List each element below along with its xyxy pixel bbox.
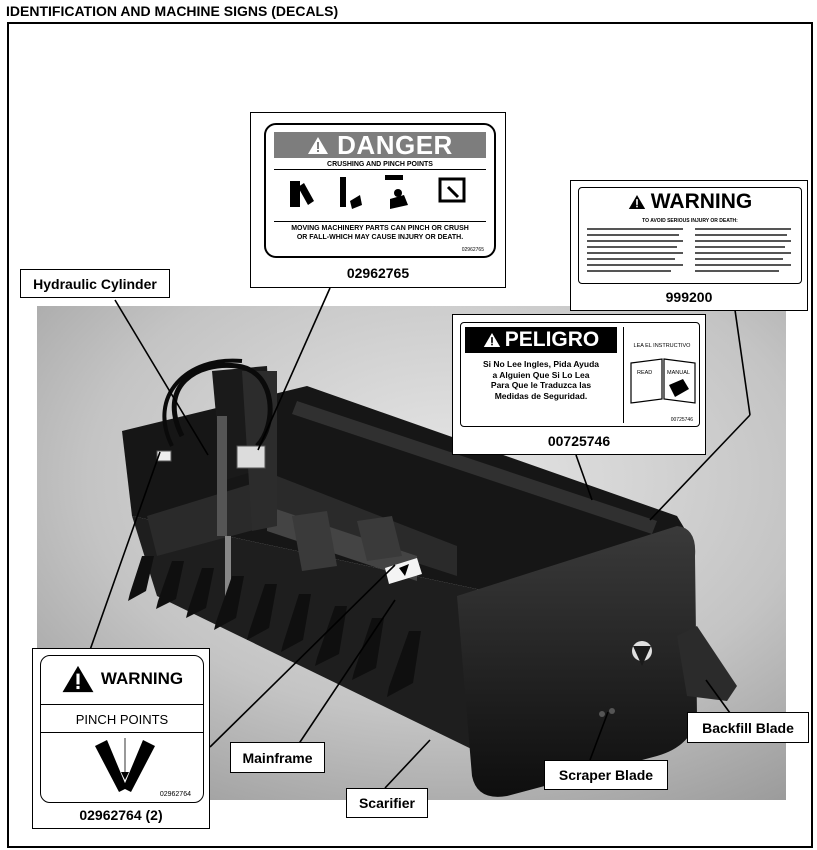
danger-message: MOVING MACHINERY PARTS CAN PINCH OR CRUS… <box>274 221 486 242</box>
alert-triangle-icon <box>308 136 329 154</box>
warning-999200-fine-print <box>587 228 791 272</box>
alert-triangle-icon <box>483 333 500 347</box>
danger-subtitle: CRUSHING AND PINCH POINTS <box>274 161 486 170</box>
warning-999200-subtitle: TO AVOID SERIOUS INJURY OR DEATH: <box>642 218 738 224</box>
warning-999200-signal-word: WARNING <box>650 190 753 213</box>
alert-triangle-icon <box>62 665 94 693</box>
pinch-subtitle: PINCH POINTS <box>75 712 169 727</box>
peligro-signal-word: PELIGRO <box>504 328 600 351</box>
alert-triangle-icon <box>628 195 645 209</box>
decal-pinch-part-number: 02962764 (2) <box>79 807 163 823</box>
decal-peligro-part-number: 00725746 <box>547 433 611 449</box>
decal-peligro-plate: PELIGRO Si No Lee Ingles, Pida Ayuda a A… <box>460 322 700 427</box>
page-header: IDENTIFICATION AND MACHINE SIGNS (DECALS… <box>0 0 817 22</box>
decal-danger-part-number: 02962765 <box>346 265 410 281</box>
peligro-header: PELIGRO <box>465 327 617 353</box>
page-title: IDENTIFICATION AND MACHINE SIGNS (DECALS… <box>6 3 339 19</box>
decal-pinch-points: WARNING PINCH POINTS 02962764 02962764 (… <box>32 648 210 829</box>
callout-scarifier: Scarifier <box>346 788 428 818</box>
danger-signal-word: DANGER <box>337 129 453 160</box>
callout-backfill-blade-label: Backfill Blade <box>702 719 794 736</box>
pinch-divider-bottom <box>41 732 203 733</box>
decal-warning-999200-part-number: 999200 <box>665 289 713 305</box>
decal-danger: DANGER CRUSHING AND PINCH POINTS MOVING … <box>250 112 506 288</box>
peligro-message-line1: Si No Lee Ingles, Pida Ayuda <box>482 359 600 369</box>
peligro-book-right: MANUAL <box>667 370 690 376</box>
callout-hydraulic-cylinder: Hydraulic Cylinder <box>20 269 170 298</box>
peligro-small-number: 00725746 <box>670 417 693 423</box>
decal-danger-plate: DANGER CRUSHING AND PINCH POINTS MOVING … <box>264 123 496 258</box>
peligro-message-line3: Para Que le Traduzca las <box>490 380 592 390</box>
pinch-header: WARNING <box>41 664 203 694</box>
peligro-message-line2: a Alguien Que Si Lo Lea <box>492 369 590 380</box>
peligro-message-line4: Medidas de Seguridad. <box>494 390 588 401</box>
danger-small-number: 02962765 <box>461 247 484 253</box>
callout-scraper-blade: Scraper Blade <box>544 760 668 790</box>
callout-mainframe: Mainframe <box>230 742 325 773</box>
pinch-point-icon <box>95 738 155 792</box>
peligro-divider <box>623 327 624 423</box>
callout-scraper-blade-label: Scraper Blade <box>558 767 654 783</box>
peligro-book-left: READ <box>637 370 653 376</box>
warning-999200-header: WARNING <box>579 190 801 214</box>
pinch-small-number: 02962764 <box>159 791 191 798</box>
peligro-right-title: LEA EL INSTRUCTIVO <box>633 343 691 349</box>
figure-frame <box>7 22 813 848</box>
decal-peligro: PELIGRO Si No Lee Ingles, Pida Ayuda a A… <box>452 314 706 455</box>
decal-warning-999200-plate: WARNING TO AVOID SERIOUS INJURY OR DEATH… <box>578 187 802 284</box>
pinch-signal-word: WARNING <box>100 669 184 688</box>
decal-pinch-points-plate: WARNING PINCH POINTS 02962764 <box>40 655 204 803</box>
peligro-message: Si No Lee Ingles, Pida Ayuda a Alguien Q… <box>465 359 617 401</box>
danger-message-line1: MOVING MACHINERY PARTS CAN PINCH OR CRUS… <box>291 225 469 232</box>
pinch-divider-top <box>41 704 203 705</box>
callout-mainframe-label: Mainframe <box>242 749 313 766</box>
danger-message-line2: OR FALL-WHICH MAY CAUSE INJURY OR DEATH. <box>296 234 464 241</box>
decal-warning-999200: WARNING TO AVOID SERIOUS INJURY OR DEATH… <box>570 180 808 311</box>
pinch-hazard-pictograms-icon <box>290 175 466 209</box>
callout-scarifier-label: Scarifier <box>358 795 416 811</box>
callout-backfill-blade: Backfill Blade <box>687 712 809 743</box>
danger-header: DANGER <box>274 129 486 160</box>
callout-hydraulic-cylinder-label: Hydraulic Cylinder <box>33 275 157 292</box>
open-manual-icon <box>630 358 696 404</box>
